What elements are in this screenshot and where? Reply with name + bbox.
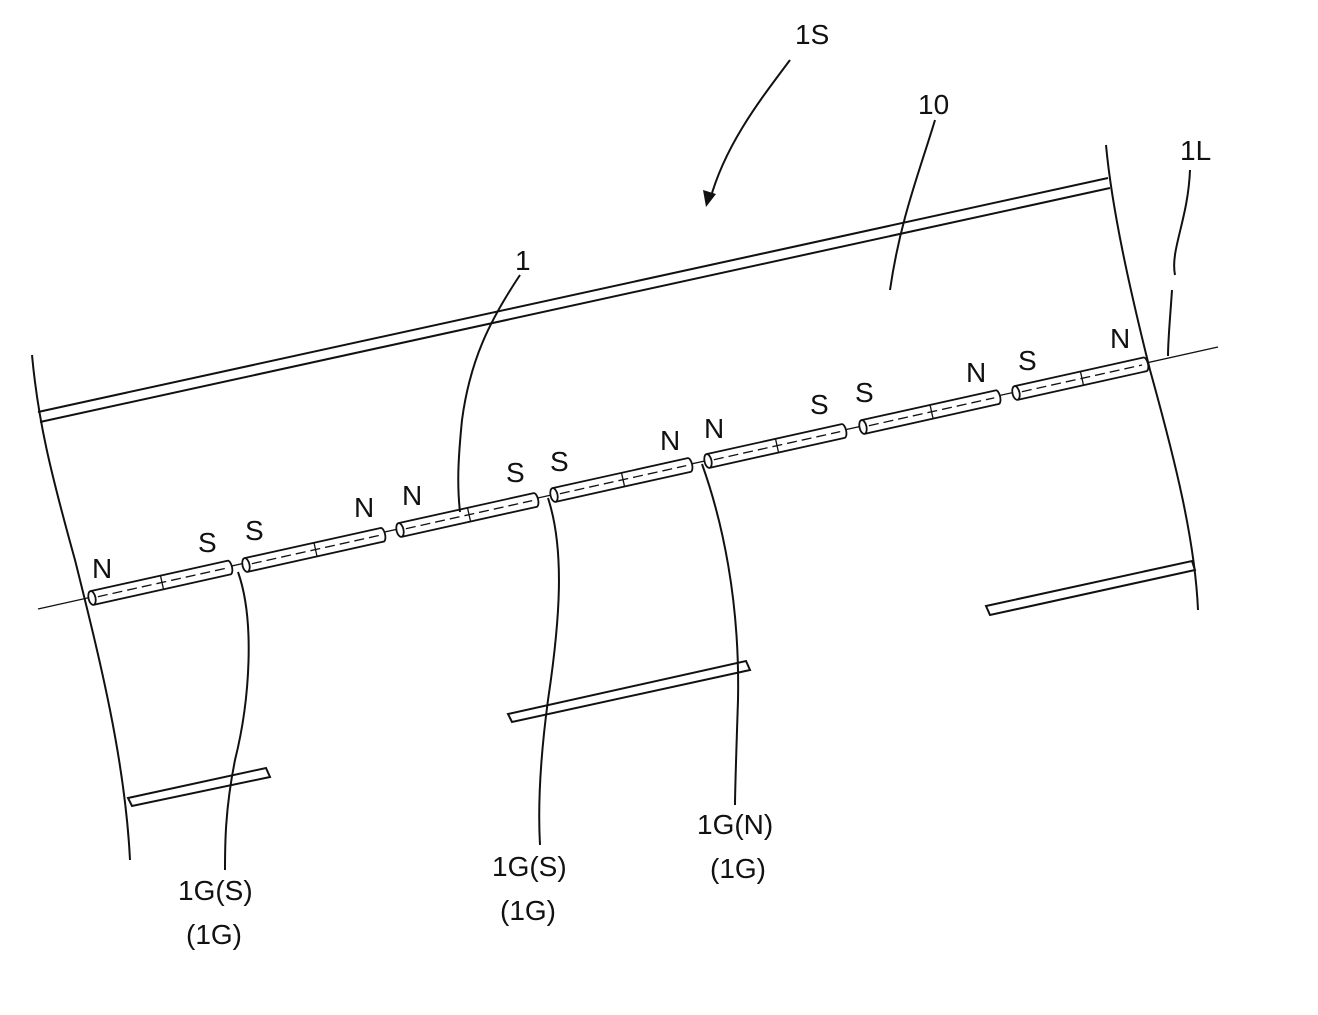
leader-1 [457,274,521,513]
magnet-center-line [559,465,687,495]
magnet-end-cap [703,453,713,469]
label-1S: 1S [795,19,829,50]
leader-1L [1167,169,1191,357]
magnet [395,492,540,538]
magnet-end-cap [241,557,251,573]
magnet-center-line [405,500,533,530]
magnet-center-line [251,534,380,565]
magnet [549,457,694,503]
pole-label: N [660,425,680,456]
magnet-center-line [1021,364,1143,393]
left-break-edge [31,354,131,861]
pole-label: S [1018,345,1037,376]
pole-label: S [506,457,525,488]
gap-label-3-line1: 1G(N) [697,809,773,840]
pole-label: S [245,515,264,546]
pole-label: N [92,553,112,584]
arrow-1S-head [703,190,716,207]
top-plate-edge-upper [37,177,1109,413]
arrow-1S-leader [709,59,791,201]
lower-strip-right [984,559,1197,617]
lower-strip-left [126,766,272,808]
magnet-row [87,356,1150,606]
magnet-center-line [868,397,995,427]
lower-strip-middle [506,659,752,724]
top-plate-edge-lower [39,187,1111,423]
magnet-center-line [97,567,227,598]
gap-label-2-line2: (1G) [500,895,556,926]
pole-label: N [1110,323,1130,354]
pole-label: N [966,357,986,388]
magnet [1011,356,1150,401]
magnet-end-cap [395,522,405,538]
pole-label: S [198,527,217,558]
label-1L: 1L [1180,135,1211,166]
label-1: 1 [515,245,531,276]
pole-label: S [550,446,569,477]
gap-label-1-line1: 1G(S) [178,875,253,906]
magnet [858,389,1002,435]
pole-label: S [855,377,874,408]
magnet-center-line [713,431,841,461]
gap-label-1-line2: (1G) [186,919,242,950]
magnet [703,423,848,469]
pole-label: S [810,389,829,420]
magnet [87,559,234,606]
leader-10 [889,119,936,291]
right-break-edge [1105,144,1199,611]
label-10: 10 [918,89,949,120]
leader-gap-2 [538,497,560,846]
magnet-end-cap [1011,385,1021,401]
gap-label-2-line1: 1G(S) [492,851,567,882]
gap-label-3-line2: (1G) [710,853,766,884]
magnet-end-cap [858,419,868,435]
pole-label: N [354,492,374,523]
magnet [241,527,387,573]
leader-gap-3 [701,463,740,806]
pole-label: N [402,480,422,511]
pole-label: N [704,413,724,444]
magnet-end-cap [549,487,559,503]
magnet-end-cap [87,590,97,606]
leader-gap-1 [224,571,250,871]
